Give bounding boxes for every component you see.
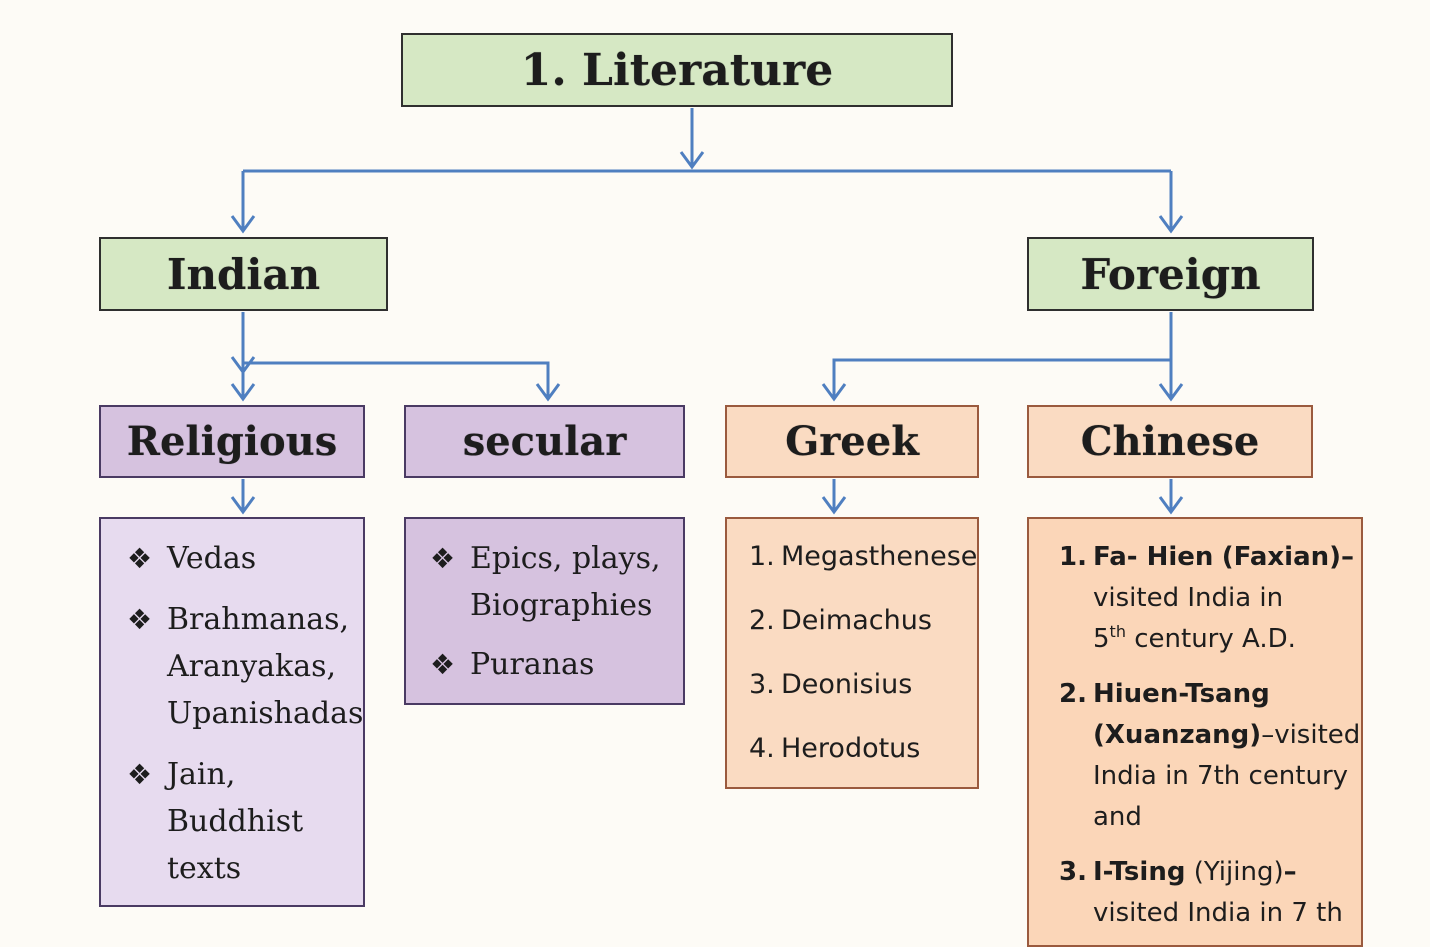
list-item: ❖ Jain, Buddhist texts [127, 751, 363, 892]
arrow-head-icon [230, 383, 256, 402]
traveller-alt-name: (Xuanzang) [1093, 720, 1262, 750]
node-secular-label: secular [462, 418, 627, 465]
list-item-text: Buddhist [167, 804, 304, 839]
node-chinese-label: Chinese [1080, 418, 1260, 465]
traveller-desc: visited India in [1093, 583, 1284, 613]
traveller-name: Hiuen-Tsang [1093, 679, 1270, 709]
greek-list: 1.Megasthenese 2.Deimachus 3.Deonisius 4… [725, 517, 979, 789]
list-item-number: 1. [749, 541, 775, 572]
century-text: century A.D. [1125, 624, 1296, 654]
traveller-desc: and [1093, 802, 1142, 832]
century-suffix: th [1109, 622, 1126, 641]
four-diamond-bullet-icon: ❖ [127, 758, 153, 791]
list-item: 3.Deonisius [749, 665, 977, 729]
list-item-text: Megasthenese [781, 541, 978, 572]
arrow-head-icon [230, 215, 256, 234]
node-secular: secular [404, 405, 685, 478]
four-diamond-bullet-icon: ❖ [127, 603, 153, 636]
node-literature-label: 1. Literature [520, 44, 834, 96]
node-greek: Greek [725, 405, 979, 478]
list-item-text: Upanishadas [167, 696, 364, 731]
list-item: ❖ Brahmanas, Aranyakas, Upanishadas [127, 596, 363, 737]
list-item-text: Vedas [167, 541, 257, 576]
separator: – [1283, 857, 1297, 887]
node-indian: Indian [99, 237, 388, 311]
list-item-number: 1. [1059, 542, 1087, 572]
list-item: 4.Herodotus [749, 729, 977, 793]
node-foreign-label: Foreign [1080, 249, 1261, 299]
list-item: 3. I-Tsing (Yijing)– visited India in 7 … [1059, 852, 1361, 934]
list-item-text: Epics, plays, [470, 541, 661, 576]
list-item-number: 3. [749, 669, 775, 700]
node-greek-label: Greek [785, 418, 919, 465]
century-number: 5 [1093, 624, 1110, 654]
list-item: 2.Deimachus [749, 601, 977, 665]
list-item: ❖ Puranas [430, 641, 683, 688]
node-religious-label: Religious [126, 418, 338, 465]
list-item-text: Herodotus [781, 733, 921, 764]
separator: –visited [1261, 720, 1361, 750]
traveller-desc: India in 7th century [1093, 761, 1349, 791]
arrow-head-icon [535, 383, 561, 402]
list-item: 1. Fa- Hien (Faxian)– visited India in 5… [1059, 537, 1361, 660]
four-diamond-bullet-icon: ❖ [430, 542, 456, 575]
arrow-head-icon [1158, 215, 1184, 234]
arrow-head-icon [1158, 496, 1184, 515]
arrow-head-icon [1158, 383, 1184, 402]
list-item-text: Puranas [470, 647, 595, 682]
list-item: ❖ Vedas [127, 535, 363, 582]
arrow-head-icon [230, 496, 256, 515]
list-item-text: texts [167, 851, 242, 886]
node-indian-label: Indian [166, 249, 321, 299]
traveller-desc: visited India in 7 th [1093, 898, 1343, 928]
connector-foreign-bus [832, 358, 1171, 398]
list-item-number: 3. [1059, 857, 1087, 887]
node-foreign: Foreign [1027, 237, 1314, 311]
religious-list: ❖ Vedas ❖ Brahmanas, Aranyakas, Upanisha… [99, 517, 365, 907]
traveller-alt-name: (Yijing) [1193, 857, 1284, 887]
node-literature: 1. Literature [401, 33, 953, 107]
list-item-number: 2. [1059, 679, 1087, 709]
secular-list: ❖ Epics, plays, Biographies ❖ Puranas [404, 517, 685, 705]
arrow-head-icon [821, 383, 847, 402]
node-religious: Religious [99, 405, 365, 478]
list-item: ❖ Epics, plays, Biographies [430, 535, 683, 629]
traveller-name: I-Tsing [1093, 857, 1186, 887]
list-item: 1.Megasthenese [749, 537, 977, 601]
four-diamond-bullet-icon: ❖ [127, 542, 153, 575]
chinese-list: 1. Fa- Hien (Faxian)– visited India in 5… [1027, 517, 1363, 947]
node-chinese: Chinese [1027, 405, 1313, 478]
list-item-number: 2. [749, 605, 775, 636]
list-item-text: Aranyakas, [167, 649, 337, 684]
separator: – [1341, 542, 1355, 572]
list-item-text: Deimachus [781, 605, 932, 636]
arrow-head-icon [821, 496, 847, 515]
four-diamond-bullet-icon: ❖ [430, 648, 456, 681]
list-item-text: Brahmanas, [167, 602, 350, 637]
list-item: 2. Hiuen-Tsang (Xuanzang)–visited India … [1059, 674, 1361, 838]
arrow-head-icon [679, 151, 705, 170]
traveller-name: Fa- Hien [1093, 542, 1214, 572]
connector-indian-bus [243, 361, 550, 398]
list-item-text: Deonisius [781, 669, 913, 700]
list-item-text: Biographies [470, 588, 653, 623]
list-item-text: Jain, [167, 757, 236, 792]
traveller-alt-name: (Faxian) [1221, 542, 1342, 572]
list-item-number: 4. [749, 733, 775, 764]
